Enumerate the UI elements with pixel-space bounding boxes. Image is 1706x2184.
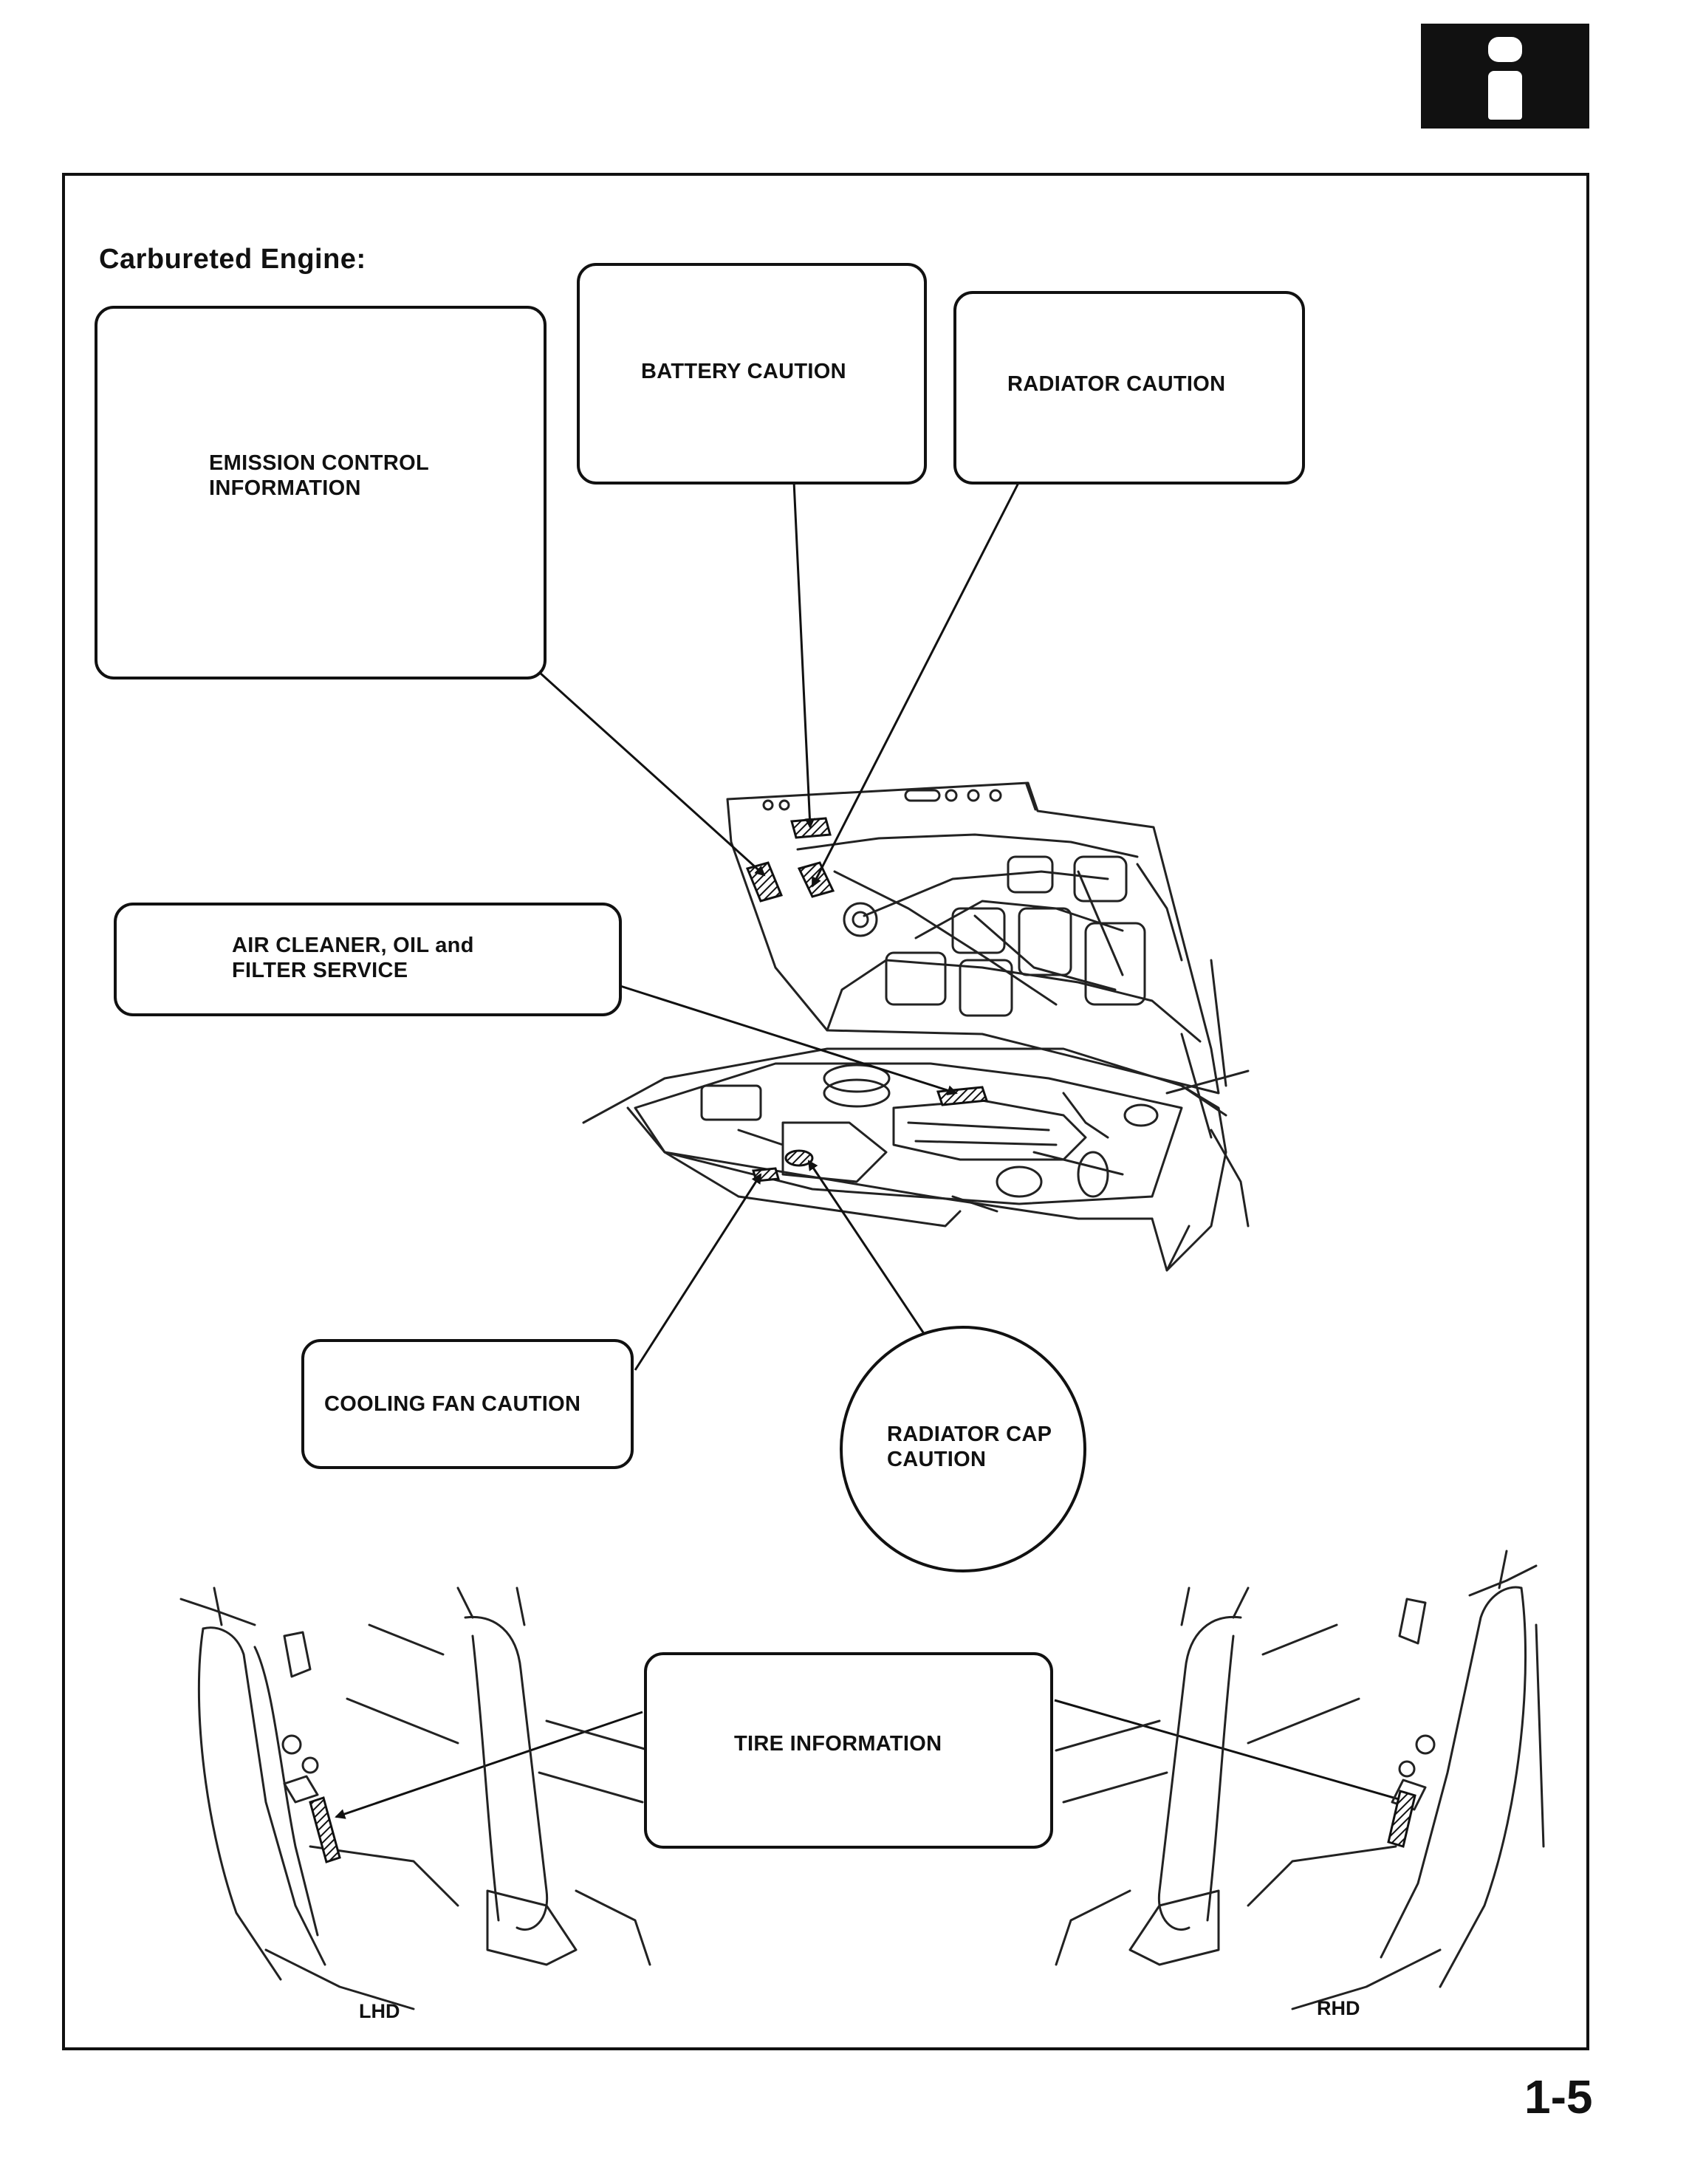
battery-caution-label: BATTERY CAUTION: [641, 360, 846, 383]
radiator-cap-caution-circle: [840, 1326, 1086, 1572]
info-icon: [1421, 24, 1589, 129]
radiator-cap-caution-label: RADIATOR CAP CAUTION: [887, 1423, 1052, 1471]
info-icon-dot: [1488, 37, 1522, 62]
lhd-door-illustration: [179, 1586, 651, 2010]
rhd-caption: RHD: [1317, 1997, 1360, 2019]
section-title: Carbureted Engine:: [99, 244, 366, 275]
rhd-door-illustration: [1055, 1550, 1545, 2010]
radiator-caution-label: RADIATOR CAUTION: [1007, 372, 1226, 396]
page-number: 1-5: [1524, 2070, 1593, 2123]
battery-caution-box: [577, 263, 927, 485]
tire-information-box: [644, 1652, 1053, 1849]
tire-information-label: TIRE INFORMATION: [734, 1732, 942, 1756]
lhd-caption: LHD: [359, 2000, 400, 2022]
emission-control-info-label: EMISSION CONTROL INFORMATION: [209, 451, 430, 500]
cooling-fan-caution-box: [301, 1339, 634, 1469]
info-icon-stem: [1488, 71, 1522, 120]
radiator-caution-box: [953, 291, 1305, 485]
cooling-fan-caution-label: COOLING FAN CAUTION: [324, 1392, 581, 1416]
rhd-tire-sticker: [1387, 1790, 1416, 1848]
hood-outline: [726, 781, 1220, 1095]
figure-frame: [62, 173, 1589, 2050]
air-cleaner-service-box: [114, 903, 622, 1016]
lhd-tire-sticker: [309, 1796, 341, 1863]
air-cleaner-service-label: AIR CLEANER, OIL and FILTER SERVICE: [232, 934, 474, 982]
emission-control-info-box: [95, 306, 547, 679]
